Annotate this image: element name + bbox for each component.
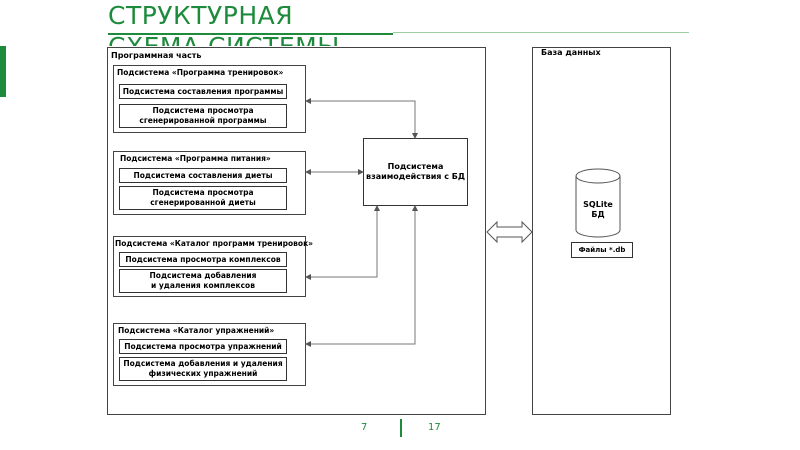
database-cylinder-icon bbox=[575, 168, 621, 238]
program-panel-title: Программная часть bbox=[111, 51, 202, 60]
subsystem-box: Подсистема составления программы bbox=[119, 84, 287, 99]
page-number-current: 7 bbox=[361, 422, 368, 433]
title-rule bbox=[393, 32, 689, 33]
group-title: Подсистема «Программа питания» bbox=[120, 154, 271, 163]
slide-title: СТРУКТУРНАЯ СХЕМА СИСТЕМЫ bbox=[108, 0, 408, 46]
subsystem-box: Подсистема добавления и удаления физичес… bbox=[119, 357, 287, 381]
page-separator bbox=[400, 419, 402, 437]
group-title: Подсистема «Каталог программ тренировок» bbox=[115, 239, 314, 248]
database-panel-title: База данных bbox=[541, 48, 601, 57]
connector-training-catalog bbox=[305, 205, 380, 280]
subsystem-box: Подсистема просмотра комплексов bbox=[119, 252, 287, 267]
connector-training-program bbox=[305, 98, 418, 139]
accent-bar bbox=[0, 46, 6, 97]
program-database-double-arrow bbox=[486, 220, 533, 244]
page-number-total: 17 bbox=[428, 422, 441, 433]
slide-title-line-2: СХЕМА СИСТЕМЫ bbox=[108, 31, 408, 46]
connector-exercise-catalog bbox=[305, 205, 418, 347]
group-title: Подсистема «Каталог упражнений» bbox=[118, 326, 275, 335]
subsystem-box: Подсистема просмотра упражнений bbox=[119, 339, 287, 354]
subsystem-box: Подсистема добавления и удаления комплек… bbox=[119, 269, 287, 293]
subsystem-box: Подсистема просмотра сгенерированной дие… bbox=[119, 186, 287, 210]
slide-title-line-1: СТРУКТУРНАЯ bbox=[108, 1, 294, 30]
subsystem-box: Подсистема просмотра сгенерированной про… bbox=[119, 104, 287, 128]
db-files-box: Файлы *.db bbox=[571, 242, 633, 258]
database-label: SQLite БД bbox=[583, 200, 613, 219]
subsystem-box: Подсистема составления диеты bbox=[119, 168, 287, 183]
title-underline bbox=[108, 33, 393, 35]
group-title: Подсистема «Программа тренировок» bbox=[117, 68, 284, 77]
